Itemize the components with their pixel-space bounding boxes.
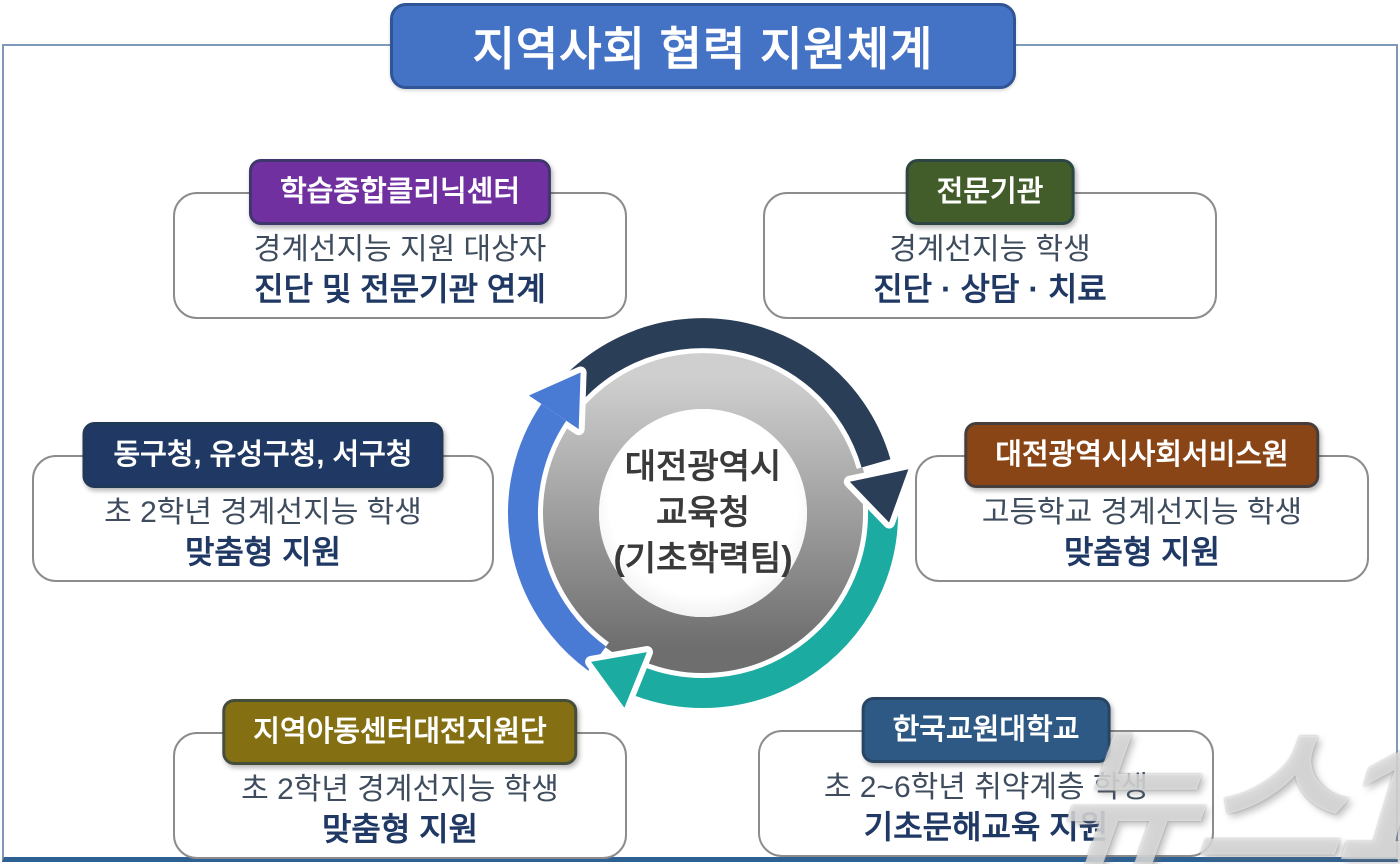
center-circle [599, 409, 807, 617]
org-header: 대전광역시사회서비스원 [964, 422, 1320, 488]
center-label: 대전광역시 교육청 (기초학력팀) [553, 444, 853, 582]
diagram-title: 지역사회 협력 지원체계 [390, 3, 1016, 89]
org-header: 학습종합클리닉센터 [248, 159, 552, 225]
org-header: 동구청, 유성구청, 서구청 [82, 422, 444, 488]
gray-ring [537, 347, 869, 679]
org-line1: 경계선지능 학생 [889, 233, 1091, 266]
blue-arrow [503, 366, 610, 675]
org-line1: 초 2학년 경계선지능 학생 [104, 496, 422, 529]
org-header: 지역아동센터대전지원단 [222, 699, 578, 765]
org-line2: 맞춤형 지원 [184, 534, 342, 570]
center-label-line3: (기초학력팀) [613, 540, 793, 578]
org-line1: 경계선지능 지원 대상자 [253, 233, 547, 266]
org-line2: 맞춤형 지원 [321, 811, 479, 847]
org-line1: 고등학교 경계선지능 학생 [981, 496, 1303, 529]
org-line1: 초 2학년 경계선지능 학생 [241, 773, 559, 806]
org-line2: 맞춤형 지원 [1063, 534, 1221, 570]
org-line2: 진단 · 상담 · 치료 [873, 271, 1107, 307]
teal-arrowhead-top [585, 646, 653, 714]
org-line2: 기초문해교육 지원 [863, 809, 1109, 845]
cycle-arrows-graphic [503, 313, 915, 714]
org-box-daejeon-social-service: 대전광역시사회서비스원 고등학교 경계선지능 학생 맞춤형 지원 [915, 422, 1369, 582]
center-label-line2: 교육청 [656, 494, 750, 532]
org-line1: 초 2~6학년 취약계층 학생 [823, 771, 1149, 804]
org-line2: 진단 및 전문기관 연계 [254, 271, 546, 307]
org-box-learning-clinic-center: 학습종합클리닉센터 경계선지능 지원 대상자 진단 및 전문기관 연계 [173, 159, 627, 319]
org-box-specialized-institution: 전문기관 경계선지능 학생 진단 · 상담 · 치료 [763, 159, 1217, 319]
center-label-line1: 대전광역시 [624, 448, 782, 486]
org-header: 전문기관 [905, 159, 1075, 225]
org-header: 한국교원대학교 [861, 697, 1111, 763]
navy-arrow [533, 313, 915, 529]
org-box-local-children-center: 지역아동센터대전지원단 초 2학년 경계선지능 학생 맞춤형 지원 [173, 699, 627, 859]
org-box-district-offices: 동구청, 유성구청, 서구청 초 2학년 경계선지능 학생 맞춤형 지원 [32, 422, 494, 582]
org-box-korea-national-univ-education: 한국교원대학교 초 2~6학년 취약계층 학생 기초문해교육 지원 [758, 697, 1214, 857]
